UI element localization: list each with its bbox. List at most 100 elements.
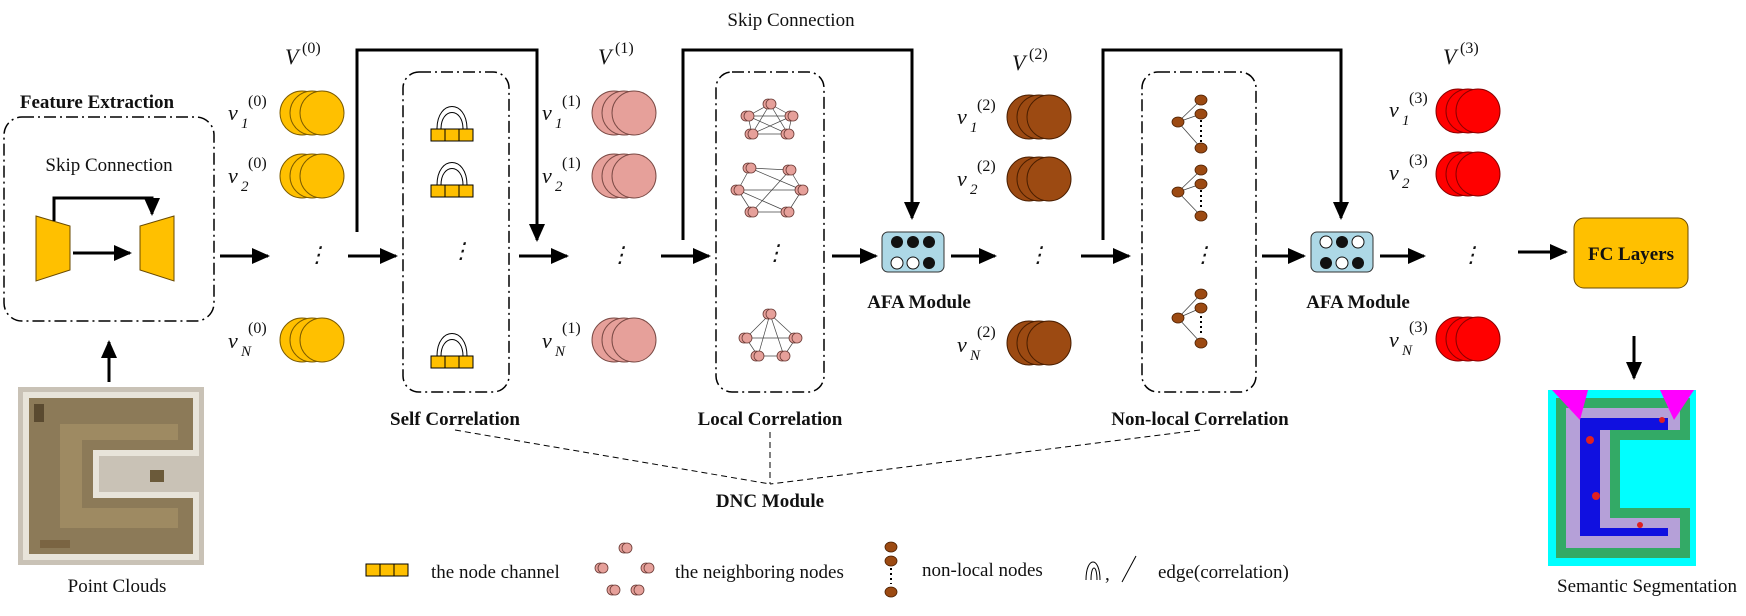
svg-text:edge(correlation): edge(correlation) [1158,562,1289,583]
nonlocal-ellipsis: ⋮ [1192,242,1214,267]
v1-header: V (1) [598,40,634,69]
v1-node-n: v N (1) [542,317,657,363]
nonlocal-correlation-box [1141,71,1257,393]
svg-text:(2): (2) [977,97,996,114]
svg-text:V: V [285,44,301,69]
feature-extraction-box [3,116,215,322]
v2-ellipsis: ⋮ [1027,242,1049,267]
svg-text:v: v [957,332,967,357]
svg-text:(3): (3) [1409,152,1428,169]
svg-text:(2): (2) [977,324,996,341]
local-graph-1 [740,98,799,140]
svg-text:the node channel: the node channel [431,562,560,583]
svg-text:the neighboring nodes: the neighboring nodes [675,562,844,583]
v2-node-1: v 1 (2) [957,94,1072,140]
v0-node-n: v N (0) [228,317,345,363]
nonlocal-group-2 [1171,164,1208,222]
svg-text:2: 2 [555,179,563,195]
svg-text:v: v [957,104,967,129]
v0-node-2: v 2 (0) [228,153,345,199]
v0-ellipsis: ⋮ [306,242,328,267]
local-ellipsis: ⋮ [764,240,786,265]
v3-header: V (3) [1443,40,1479,69]
svg-text:(0): (0) [248,93,267,110]
self-correlation-box [402,71,510,393]
svg-text:v: v [957,166,967,191]
legend-nonlocal-nodes: non-local nodes [884,541,1043,598]
afa-module-2 [1310,231,1374,273]
v2-header: V (2) [1012,46,1048,75]
fc-layers-box [1573,217,1689,289]
v2-node-n: v N (2) [957,320,1072,366]
local-correlation-box [715,71,825,393]
svg-text:v: v [542,100,552,125]
dnc-connectors [454,429,1201,485]
semantic-segmentation-image [1548,390,1696,566]
svg-text:N: N [969,348,981,364]
encoder-shape [35,215,71,282]
svg-text:v: v [228,328,238,353]
v3-node-1: v 1 (3) [1389,88,1501,134]
svg-text:V: V [1012,50,1028,75]
svg-text:(1): (1) [615,40,634,57]
v3-ellipsis: ⋮ [1460,242,1482,267]
svg-text:(2): (2) [1029,46,1048,63]
svg-text:N: N [554,344,566,360]
local-graph-2 [730,162,809,218]
svg-text:v: v [1389,160,1399,185]
svg-text:(1): (1) [562,93,581,110]
v0-header: V (0) [285,40,321,69]
svg-text:v: v [1389,97,1399,122]
svg-text:v: v [228,163,238,188]
svg-text:V: V [1443,44,1459,69]
afa-module-2-label: AFA Module [1306,292,1410,313]
self-ellipsis: ⋮ [450,238,472,263]
svg-text:v: v [1389,327,1399,352]
skip-connection-3 [1101,48,1349,240]
svg-text:(0): (0) [302,40,321,57]
v1-node-2: v 2 (1) [542,153,657,199]
v1-node-1: v 1 (1) [542,90,657,136]
svg-text:V: V [598,44,614,69]
svg-text:N: N [240,344,252,360]
channel-1 [430,106,474,142]
svg-text:(0): (0) [248,155,267,172]
point-clouds-label: Point Clouds [68,576,167,597]
channel-n [430,333,474,369]
legend-edge: , edge(correlation) [1085,555,1289,585]
svg-text:1: 1 [555,116,563,132]
svg-text:(1): (1) [562,320,581,337]
legend-node-channel: the node channel [365,562,560,583]
afa-module-1 [881,231,945,273]
local-correlation-label: Local Correlation [698,409,843,430]
svg-text:1: 1 [1402,113,1410,129]
nonlocal-correlation-label: Non-local Correlation [1111,409,1289,430]
svg-text:2: 2 [1402,176,1410,192]
point-clouds-image [18,387,204,565]
local-graph-n [738,308,803,362]
decoder-shape [139,215,175,282]
v3-node-n: v N (3) [1389,316,1501,362]
svg-text:(3): (3) [1409,90,1428,107]
nonlocal-group-1 [1171,94,1208,154]
semantic-segmentation-label: Semantic Segmentation [1557,576,1737,597]
inner-skip-connection-label: Skip Connection [45,155,173,176]
svg-text:(0): (0) [248,320,267,337]
v2-node-2: v 2 (2) [957,156,1072,202]
legend: the node channel the neighboring nodes n… [365,541,1289,598]
top-skip-connection-label: Skip Connection [727,10,855,31]
inner-skip-arrow [52,196,160,221]
svg-text:(1): (1) [562,155,581,172]
feature-extraction-label: Feature Extraction [20,92,175,113]
v1-ellipsis: ⋮ [609,242,631,267]
svg-text:1: 1 [970,120,978,136]
svg-text:(3): (3) [1409,319,1428,336]
svg-text:N: N [1401,343,1413,359]
skip-connection-1 [355,48,545,242]
svg-text:(2): (2) [977,158,996,175]
channel-2 [430,162,474,198]
nonlocal-group-n [1171,288,1208,349]
svg-text:v: v [542,163,552,188]
svg-text:(3): (3) [1460,40,1479,57]
